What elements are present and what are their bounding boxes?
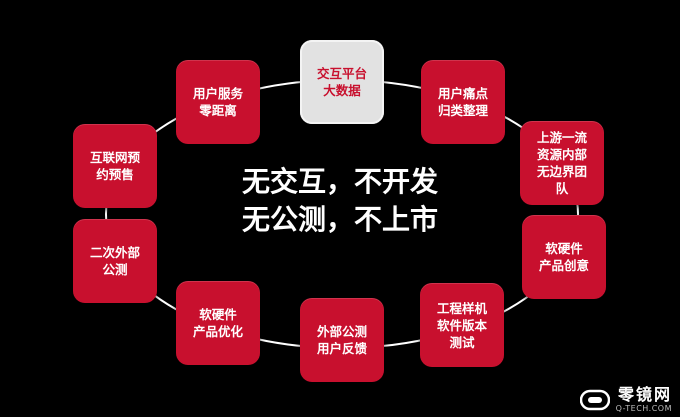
node-product-creativity: 软硬件 产品创意 [522,215,606,299]
node-label: 二次外部 公测 [89,245,140,277]
slogan-line-1: 无交互，不开发 [241,165,438,198]
logo-name: 零镜网 [617,385,672,404]
node-label: 外部公测 用户反馈 [316,324,367,356]
node-user-pain-points: 用户痛点 归类整理 [421,60,505,144]
lens-logo-icon [579,389,610,410]
node-second-public-beta: 二次外部 公测 [73,219,157,303]
node-user-service: 用户服务 零距离 [176,60,260,144]
center-slogan: 无交互，不开发 无公测，不上市 [190,163,490,239]
node-label: 用户痛点 归类整理 [437,86,488,118]
node-label: 互联网预 约预售 [89,150,140,182]
node-online-presale: 互联网预 约预售 [73,124,157,208]
watermark-logo: 零镜网 Q-TECH.COM [579,385,672,413]
node-product-optimization: 软硬件 产品优化 [176,281,260,365]
slogan-line-2: 无公测，不上市 [241,203,438,236]
node-upstream-resources-team: 上游一流 资源内部 无边界团 队 [520,121,604,205]
node-label: 上游一流 资源内部 无边界团 队 [536,130,587,196]
node-label: 用户服务 零距离 [192,86,243,118]
node-public-beta-feedback: 外部公测 用户反馈 [300,298,384,382]
node-label: 软硬件 产品创意 [538,241,589,273]
node-interaction-platform-big-data: 交互平台 大数据 [300,40,384,124]
logo-domain: Q-TECH.COM [615,404,672,413]
node-label: 工程样机 软件版本 测试 [436,300,487,350]
node-label: 软硬件 产品优化 [192,307,243,339]
node-label: 交互平台 大数据 [316,66,367,98]
node-prototype-testing: 工程样机 软件版本 测试 [420,283,504,367]
